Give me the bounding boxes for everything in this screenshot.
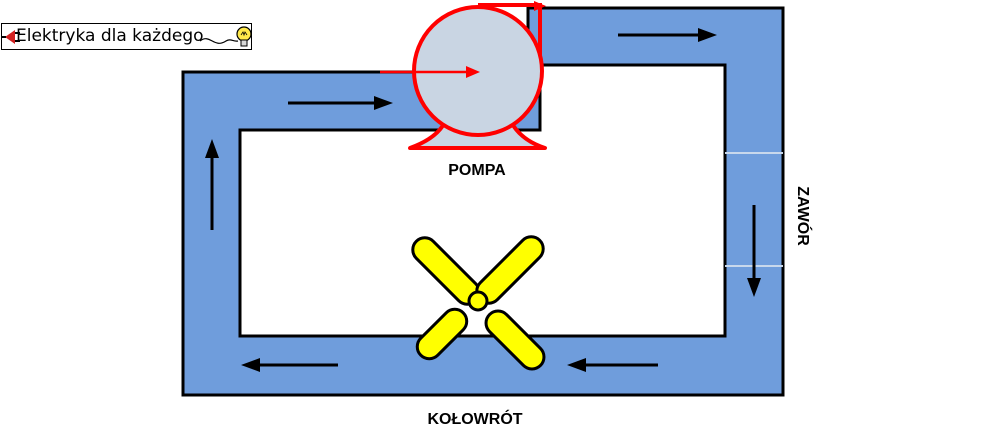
flow-arrows — [205, 28, 761, 372]
flow-arrow-bottom-right — [567, 358, 658, 372]
flow-arrow-top-right — [618, 28, 717, 42]
flow-arrow-left-up — [205, 139, 219, 230]
turbine-hub — [467, 290, 489, 312]
pump — [380, 1, 547, 150]
logo: Elektryka dla każdego — [1, 23, 252, 50]
pump-outlet-arrowhead — [534, 1, 546, 11]
flow-arrow-right-down — [747, 205, 761, 297]
pump-inlet-arrowhead — [466, 66, 480, 78]
lightbulb-icon — [200, 26, 252, 47]
turbine-blade-bottom-left — [415, 307, 469, 361]
valve-label: ZAWÓR — [794, 186, 813, 246]
turbine-label: KOŁOWRÓT — [427, 409, 522, 428]
turbine — [411, 235, 546, 371]
pump-label: POMPA — [448, 162, 506, 179]
flow-arrow-top-left — [288, 96, 393, 110]
logo-text: Elektryka dla każdego — [16, 26, 204, 46]
flow-arrow-bottom-left — [241, 358, 338, 372]
turbine-blade-bottom-right — [484, 309, 546, 371]
plug-icon — [2, 30, 20, 44]
